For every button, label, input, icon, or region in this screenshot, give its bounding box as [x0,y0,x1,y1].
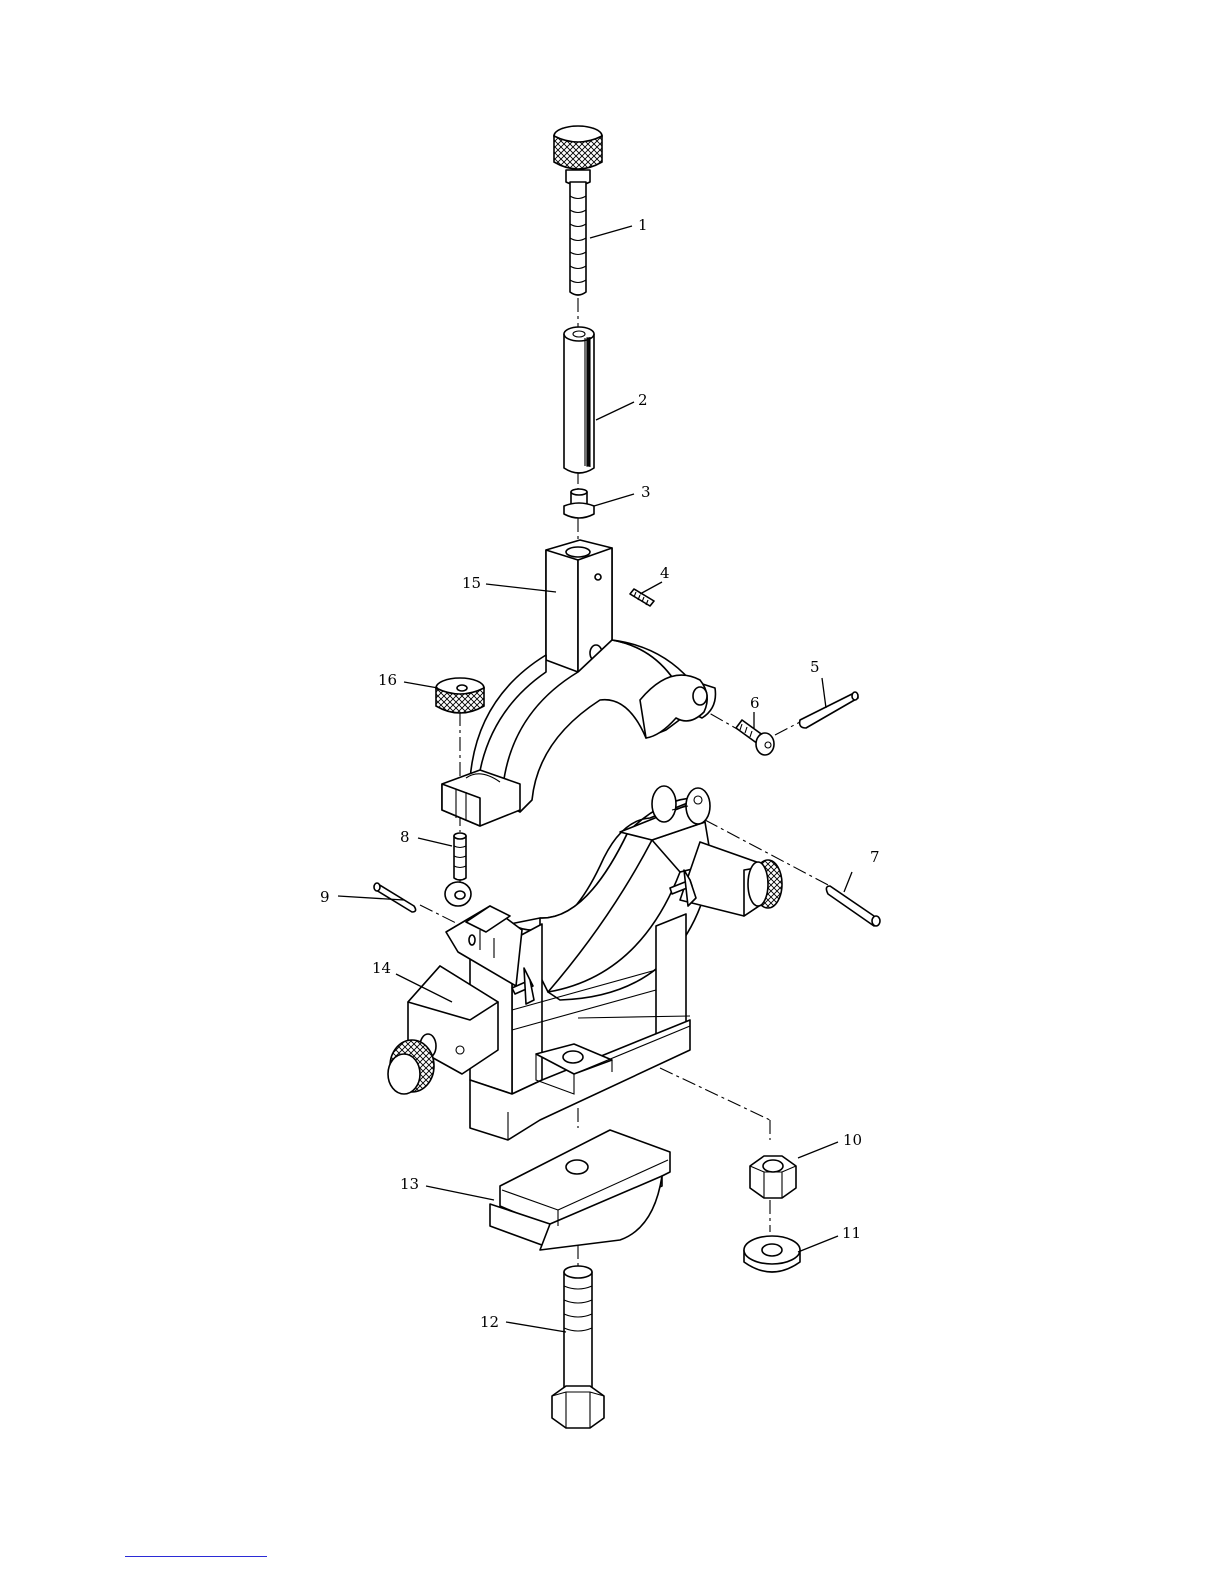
callout-16: 16 [378,671,397,689]
callout-8: 8 [400,828,410,846]
part-13-t-block [490,1130,670,1250]
part-3-plug [564,489,594,518]
part-8-eye-bolt [445,833,471,906]
footer-rule [125,1556,267,1557]
part-4-set-screw [630,589,654,606]
callout-7: 7 [870,848,880,866]
callout-13: 13 [400,1175,419,1193]
callout-12: 12 [480,1313,499,1331]
callout-10: 10 [843,1131,862,1149]
part-2-sleeve [564,327,594,473]
callout-11: 11 [842,1224,861,1242]
part-10-hex-nut [750,1156,796,1198]
callout-15: 15 [462,574,481,592]
part-15-upper-frame [442,540,715,826]
lower-frame [388,786,782,1140]
callout-5: 5 [810,658,820,676]
part-6-shoulder-screw [736,720,774,755]
part-1-thumb-screw [554,126,602,295]
callout-14: 14 [372,959,391,977]
callout-1: 1 [638,216,648,234]
callout-9: 9 [320,888,330,906]
callout-3: 3 [641,483,651,501]
callout-4: 4 [660,564,670,582]
callout-6: 6 [750,694,760,712]
callout-2: 2 [638,391,648,409]
part-16-knurled-nut [436,678,484,713]
part-11-washer [744,1236,800,1272]
part-7-pin [826,886,880,926]
part-9-pin [374,883,416,912]
part-5-pin [800,692,858,728]
part-12-hex-bolt [552,1266,604,1428]
